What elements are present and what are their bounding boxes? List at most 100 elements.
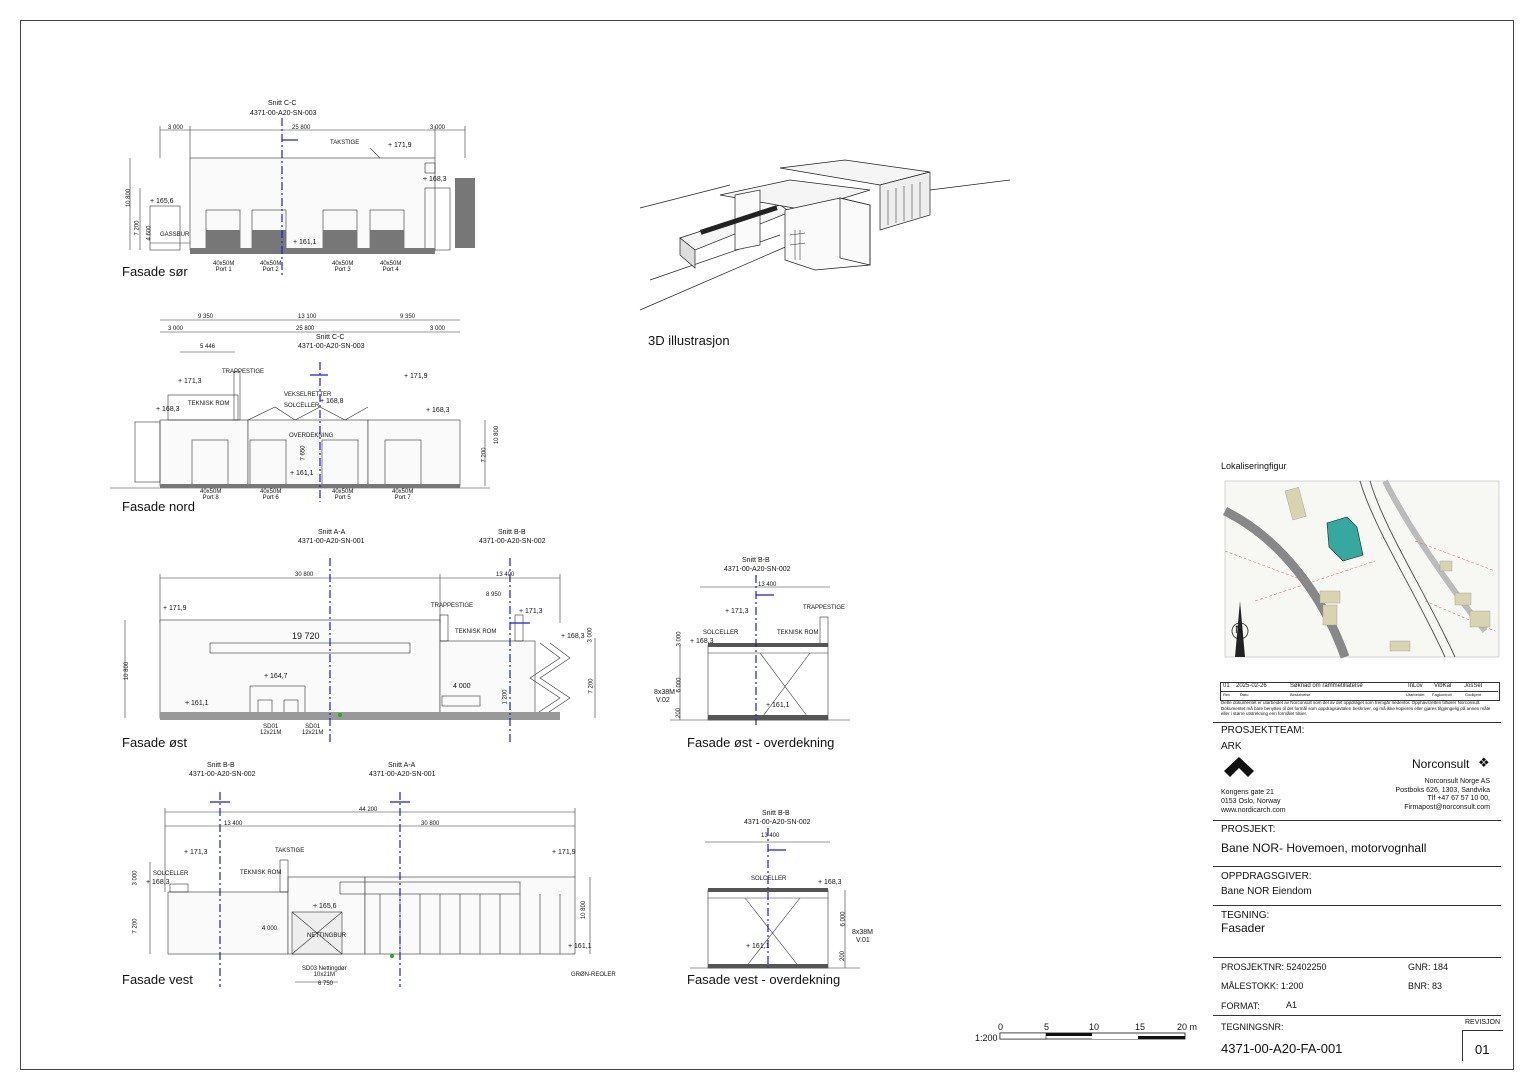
port-size: 40x50M xyxy=(332,489,354,495)
level: + 168,3 xyxy=(818,879,842,886)
dim: 10 800 xyxy=(581,900,588,920)
dim: 44 200 xyxy=(359,807,378,813)
rev-header: Beskrivelse xyxy=(1290,692,1311,697)
note: 8x38M xyxy=(852,929,874,936)
note: OVERDEKNING xyxy=(289,433,334,439)
dim: 3 000 xyxy=(587,627,594,643)
tegningsnr-value: 4371-00-A20-FA-001 xyxy=(1221,1041,1343,1056)
dim: 7 200 xyxy=(588,678,595,694)
rev-header: Godkjent xyxy=(1465,692,1482,697)
section-ref: 4371-00-A20-SN-002 xyxy=(479,538,546,545)
view-title: Fasade vest - overdekning xyxy=(687,972,841,987)
note: TEKNISK ROM xyxy=(777,630,819,636)
rev-cell: Søknad om rammetillatelse xyxy=(1290,683,1363,689)
scale-tick: 5 xyxy=(1044,1022,1050,1032)
section-ref: 4371-00-A20-SN-003 xyxy=(250,110,317,117)
door-size: 12x21M xyxy=(302,730,324,736)
fasade-sor-drawing xyxy=(129,118,475,278)
dim: 25 800 xyxy=(292,125,311,131)
view-title: Fasade øst - overdekning xyxy=(687,735,835,750)
view-title: 3D illustrasjon xyxy=(648,333,730,348)
fasade-ost-overdekning-drawing xyxy=(670,575,850,725)
projectnr: PROSJEKTNR: 52402250 xyxy=(1221,962,1327,972)
format-value: A1 xyxy=(1286,1000,1298,1010)
dim: 3 000 xyxy=(168,326,184,332)
level: + 161,1 xyxy=(290,470,314,477)
dim: 9 350 xyxy=(198,314,214,320)
note: TRAPPESTIGE xyxy=(431,603,474,609)
dim: 13 400 xyxy=(761,833,780,839)
scale-tick: 0 xyxy=(998,1022,1004,1032)
level: + 161,1 xyxy=(293,239,317,246)
note: SOLCELLER xyxy=(703,630,739,636)
section-label: Snitt B-B xyxy=(207,762,235,769)
level: + 171,3 xyxy=(519,608,543,615)
dim: 200 xyxy=(840,950,847,962)
dim: 13 400 xyxy=(224,821,243,827)
rev-cell: JosSel xyxy=(1464,683,1483,689)
level: + 171,3 xyxy=(725,608,749,615)
ark-address-line: Kongens gate 21 xyxy=(1221,789,1274,796)
north-label: N xyxy=(1235,624,1243,636)
dim: 13 400 xyxy=(758,582,777,588)
door-name: SD01 xyxy=(305,724,321,730)
ark-label: ARK xyxy=(1221,741,1242,752)
client-label: OPPDRAGSGIVER: xyxy=(1221,871,1312,882)
section-ref: 4371-00-A20-SN-003 xyxy=(298,343,365,350)
dim: 6 000 xyxy=(676,677,683,693)
port-name: Port 6 xyxy=(262,495,279,501)
note: TEKNISK ROM xyxy=(188,401,230,407)
dim: 6 000 xyxy=(840,911,847,927)
dim: 200 xyxy=(676,707,683,719)
level: + 161,1 xyxy=(568,943,592,950)
dim: 9 350 xyxy=(400,314,416,320)
client-value: Bane NOR Eiendom xyxy=(1221,886,1312,897)
malestokk: MÅLESTOKK: 1:200 xyxy=(1221,981,1304,991)
dim: 19 720 xyxy=(292,631,320,641)
note: TAKSTIGE xyxy=(275,848,305,854)
section-label: Snitt B-B xyxy=(498,529,526,536)
view-title: Fasade nord xyxy=(122,499,195,514)
scale-bar-graphic xyxy=(999,1032,1186,1040)
note: NETTINGBUR xyxy=(307,933,346,939)
drawing-sheet xyxy=(20,20,1514,1070)
level: + 168,3 xyxy=(690,638,714,645)
level: + 165,6 xyxy=(313,903,337,910)
project-label: PROSJEKT: xyxy=(1221,824,1276,835)
port-size: 40x50M xyxy=(380,261,402,267)
port-size: 40x50M xyxy=(392,489,414,495)
level: + 161,1 xyxy=(766,702,790,709)
level: + 171,9 xyxy=(388,142,412,149)
dim: 7 200 xyxy=(134,220,141,236)
door-name: SD01 xyxy=(263,724,279,730)
level: + 171,3 xyxy=(178,378,202,385)
note: V.02 xyxy=(656,697,670,704)
fasade-vest-drawing xyxy=(149,792,591,987)
level: + 168,3 xyxy=(146,879,170,886)
level: + 171,9 xyxy=(404,373,428,380)
note: VEKSELRETTER xyxy=(284,392,332,398)
scale-tick: 20 m xyxy=(1177,1022,1198,1032)
firm-address-line: Postboks 626, 1303, Sandvika xyxy=(1395,786,1490,794)
dim: 7 200 xyxy=(481,447,488,463)
section-ref: 4371-00-A20-SN-002 xyxy=(744,819,811,826)
dim: 6 750 xyxy=(318,981,334,987)
drawing-label: TEGNING: xyxy=(1221,910,1270,921)
rev-cell: InLov xyxy=(1408,683,1423,689)
dim: 5 446 xyxy=(200,344,216,350)
note: TEKNISK ROM xyxy=(455,629,497,635)
level: + 168,8 xyxy=(320,398,344,405)
view-title: Fasade øst xyxy=(122,735,188,750)
port-name: Port 3 xyxy=(334,267,351,273)
rev-cell: 2025-02-26 xyxy=(1236,683,1267,689)
dim: 3 000 xyxy=(132,870,139,886)
dim: 3 000 xyxy=(430,125,446,131)
norconsult-logo: Norconsult xyxy=(1412,757,1470,771)
dim: 3 000 xyxy=(676,631,683,647)
port-size: 40x50M xyxy=(213,261,235,267)
norconsult-mark-icon: ❖ xyxy=(1478,755,1490,770)
revisjon-label: REVISJON xyxy=(1465,1019,1501,1026)
dim: 1 200 xyxy=(502,689,509,705)
section-label: Snitt B-B xyxy=(742,557,770,564)
dim: 25 800 xyxy=(296,326,315,332)
